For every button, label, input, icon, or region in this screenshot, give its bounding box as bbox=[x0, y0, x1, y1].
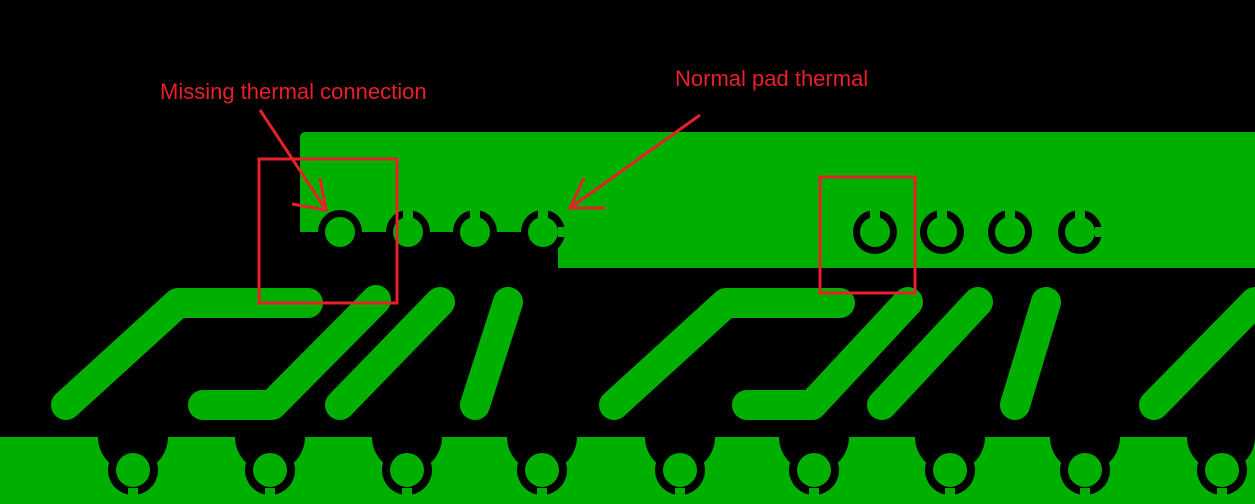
label-normal-thermal: Normal pad thermal bbox=[675, 66, 868, 91]
arrow-missing-thermal-head bbox=[291, 177, 328, 212]
bottom-pad bbox=[915, 437, 985, 504]
trace bbox=[325, 287, 455, 420]
bottom-pad bbox=[779, 437, 849, 504]
arrow-missing-thermal-shaft bbox=[258, 109, 328, 211]
bottom-pad bbox=[372, 437, 442, 504]
trace bbox=[188, 285, 391, 420]
pad-thermal bbox=[853, 206, 897, 254]
bottom-pad bbox=[645, 437, 715, 504]
arrow-normal-thermal-shaft bbox=[569, 113, 701, 210]
pad-thermal bbox=[453, 206, 497, 254]
trace bbox=[1000, 287, 1061, 420]
annotations bbox=[257, 109, 917, 305]
trace bbox=[732, 287, 923, 420]
highlight-box-missing-thermal bbox=[257, 157, 399, 305]
trace bbox=[460, 287, 523, 420]
pad-missing-thermal bbox=[318, 210, 362, 254]
trace bbox=[599, 288, 855, 420]
highlight-box-right bbox=[818, 175, 917, 295]
bottom-pad bbox=[1050, 437, 1120, 504]
trace bbox=[867, 287, 993, 420]
trace bbox=[1139, 287, 1255, 420]
pad-thermal bbox=[920, 206, 964, 254]
arrow-normal-thermal-head bbox=[567, 177, 605, 210]
bottom-pad bbox=[507, 437, 577, 504]
pad-thermal bbox=[988, 206, 1032, 254]
bottom-pad bbox=[1187, 437, 1255, 504]
bottom-copper-strip bbox=[0, 437, 1255, 504]
pad-thermal-normal bbox=[521, 206, 570, 254]
bottom-pad bbox=[98, 437, 168, 504]
label-missing-thermal: Missing thermal connection bbox=[160, 79, 427, 104]
upper-pad-row bbox=[318, 206, 1107, 254]
pad-thermal bbox=[1058, 206, 1107, 254]
bottom-pad bbox=[235, 437, 305, 504]
